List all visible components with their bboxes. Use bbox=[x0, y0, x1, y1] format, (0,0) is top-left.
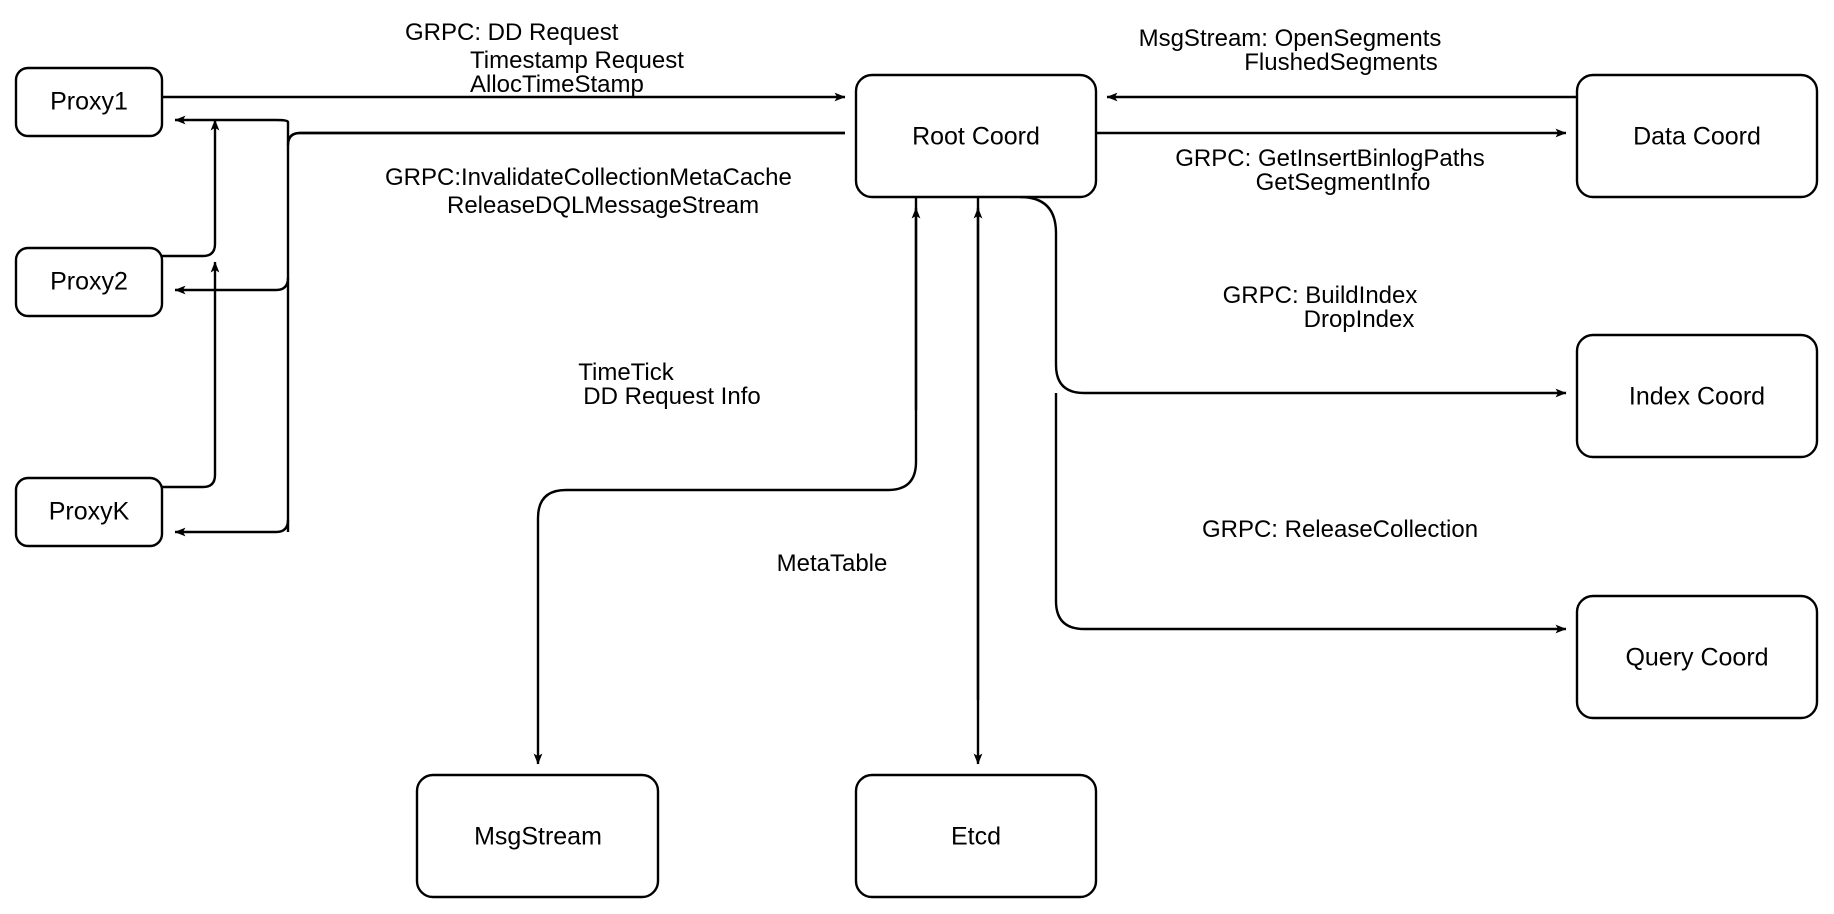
node-datacoord[interactable]: Data Coord bbox=[1575, 73, 1819, 199]
edge-label-line: MsgStream: OpenSegments bbox=[1139, 25, 1442, 52]
nodes-layer: Proxy1 Proxy2 ProxyK Root Coord Data Coo… bbox=[14, 66, 1819, 899]
node-msgstream-label: MsgStream bbox=[474, 823, 602, 851]
edge-label-rootcoord-to-msgstream: TimeTick DD Request Info bbox=[578, 359, 760, 410]
node-querycoord-box[interactable] bbox=[1575, 594, 1819, 720]
node-etcd-box[interactable] bbox=[854, 773, 1098, 899]
node-proxy2-label: Proxy2 bbox=[50, 268, 128, 296]
edge-rootcoord-return-trunk bbox=[286, 131, 845, 532]
edge-label-line: GRPC:InvalidateCollectionMetaCache bbox=[385, 164, 792, 191]
node-querycoord-label: Query Coord bbox=[1625, 644, 1768, 672]
edge-proxy2-riser bbox=[162, 119, 220, 258]
node-rootcoord[interactable]: Root Coord bbox=[854, 73, 1098, 199]
edge-label-line: FlushedSegments bbox=[1244, 49, 1437, 76]
edge-label-rootcoord-to-datacoord: GRPC: GetInsertBinlogPaths GetSegmentInf… bbox=[1175, 145, 1484, 196]
node-indexcoord-box[interactable] bbox=[1575, 333, 1819, 459]
edge-label-line: DD Request Info bbox=[583, 383, 760, 410]
edge-label-line: GRPC: GetInsertBinlogPaths bbox=[1175, 145, 1484, 172]
edge-label-line: DropIndex bbox=[1304, 306, 1415, 333]
edge-label-line: GRPC: ReleaseCollection bbox=[1202, 516, 1478, 543]
node-msgstream-box[interactable] bbox=[415, 773, 660, 899]
node-indexcoord[interactable]: Index Coord bbox=[1575, 333, 1819, 459]
node-proxyk-box[interactable] bbox=[14, 476, 164, 548]
node-etcd[interactable]: Etcd bbox=[854, 773, 1098, 899]
edge-label-line: TimeTick bbox=[578, 359, 675, 386]
node-rootcoord-label: Root Coord bbox=[912, 123, 1040, 151]
node-proxyk[interactable]: ProxyK bbox=[14, 476, 164, 548]
node-proxy2-box[interactable] bbox=[14, 246, 164, 318]
edge-rootcoord-to-proxyk bbox=[174, 519, 290, 537]
edge-labels-layer: GRPC: DD Request Timestamp Request Alloc… bbox=[385, 19, 1485, 577]
node-proxyk-label: ProxyK bbox=[49, 498, 130, 526]
edge-label-rootcoord-to-indexcoord: GRPC: BuildIndex DropIndex bbox=[1223, 282, 1418, 333]
node-indexcoord-label: Index Coord bbox=[1629, 383, 1765, 411]
edge-rootcoord-to-indexcoord bbox=[1019, 195, 1567, 398]
node-proxy2[interactable]: Proxy2 bbox=[14, 246, 164, 318]
node-datacoord-box[interactable] bbox=[1575, 73, 1819, 199]
node-datacoord-label: Data Coord bbox=[1633, 123, 1761, 151]
edge-label-rootcoord-to-querycoord: GRPC: ReleaseCollection bbox=[1202, 516, 1478, 543]
edge-label-line: AllocTimeStamp bbox=[470, 71, 644, 98]
node-proxy1[interactable]: Proxy1 bbox=[14, 66, 164, 138]
node-etcd-label: Etcd bbox=[951, 823, 1001, 851]
edge-label-line: GetSegmentInfo bbox=[1256, 169, 1431, 196]
edge-label-line: GRPC: DD Request bbox=[405, 19, 619, 46]
edge-label-line: GRPC: BuildIndex bbox=[1223, 282, 1418, 309]
node-querycoord[interactable]: Query Coord bbox=[1575, 594, 1819, 720]
edge-proxyk-riser bbox=[162, 261, 220, 489]
edge-label-line: Timestamp Request bbox=[470, 47, 684, 74]
edge-label-rootcoord-to-etcd: MetaTable bbox=[777, 550, 888, 577]
edge-label-rootcoord-to-proxies: GRPC:InvalidateCollectionMetaCache Relea… bbox=[385, 164, 792, 219]
edge-rootcoord-to-msgstream bbox=[533, 197, 918, 765]
node-proxy1-box[interactable] bbox=[14, 66, 164, 138]
edge-rootcoord-to-proxy2 bbox=[174, 277, 290, 295]
edge-label-line: ReleaseDQLMessageStream bbox=[447, 192, 759, 219]
edge-label-line: MetaTable bbox=[777, 550, 888, 577]
node-msgstream[interactable]: MsgStream bbox=[415, 773, 660, 899]
node-proxy1-label: Proxy1 bbox=[50, 88, 128, 116]
edge-label-datacoord-to-rootcoord: MsgStream: OpenSegments FlushedSegments bbox=[1139, 25, 1442, 76]
edges-layer bbox=[162, 92, 1577, 765]
node-rootcoord-box[interactable] bbox=[854, 73, 1098, 199]
edge-rootcoord-to-querycoord bbox=[1054, 393, 1567, 634]
edge-label-proxy-to-rootcoord: GRPC: DD Request Timestamp Request Alloc… bbox=[405, 19, 684, 98]
